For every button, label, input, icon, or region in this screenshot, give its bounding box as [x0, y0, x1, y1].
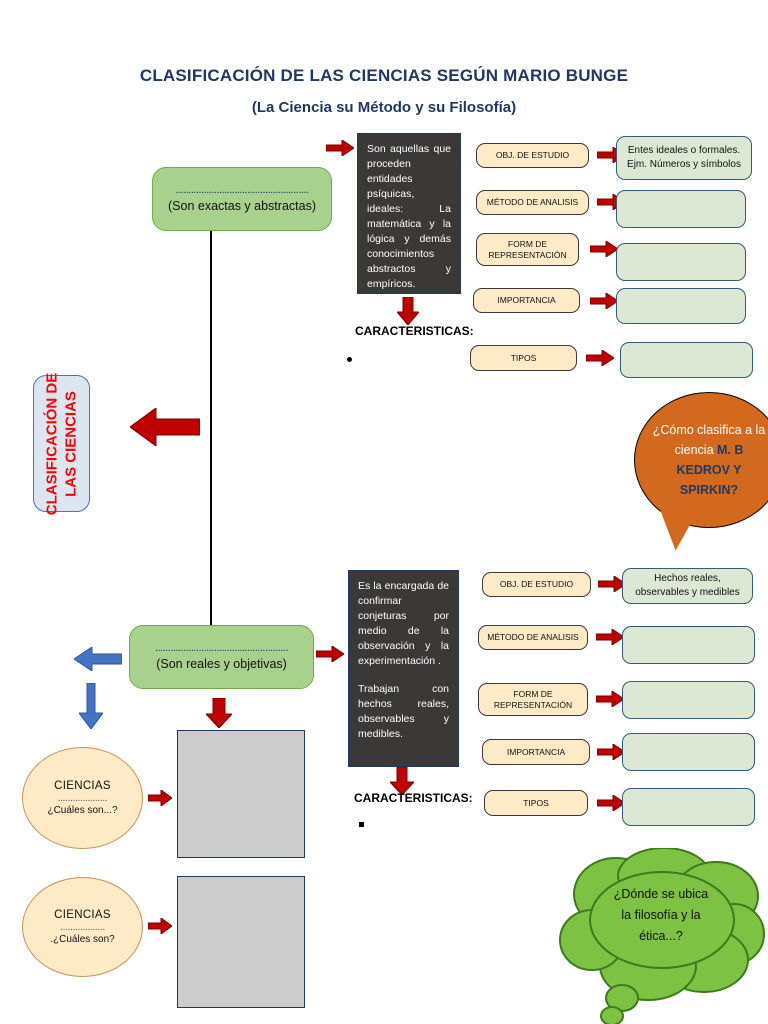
arrow-pill-factual-4: [597, 795, 625, 811]
arrow-pill-formal-2: [590, 241, 618, 257]
classification-title-line2: LAS CIENCIAS: [62, 390, 80, 497]
green-box-factual-dots: ........................................…: [155, 643, 288, 652]
arrow-pill-formal-3: [590, 293, 618, 309]
green-box-formal-label: (Son exactas y abstractas): [168, 198, 316, 213]
description-formal-text: Son aquellas que proceden entidades psíq…: [367, 143, 451, 290]
answer-formal-4[interactable]: [620, 342, 753, 378]
thought-cloud-line3: ética...?: [639, 929, 683, 943]
thought-cloud-line1: ¿Dónde se ubica: [613, 887, 709, 901]
pill-formal-2[interactable]: FORM DE REPRESENTACIÓN: [476, 233, 579, 266]
answer-factual-4[interactable]: [622, 788, 755, 826]
answer-formal-0[interactable]: Entes ideales o formales. Ejm. Números y…: [616, 136, 752, 180]
arrow-factual-description-down: [390, 767, 414, 795]
arrow-factual-down-blue: [79, 683, 103, 729]
question-bubble-tail: [658, 502, 706, 552]
caracteristicas-bullet-formal: [347, 357, 352, 362]
caracteristicas-label-factual: CARACTERISTICAS:: [354, 791, 473, 805]
arrow-to-classification-box: [130, 408, 200, 446]
green-box-formal[interactable]: ........................................…: [152, 167, 332, 231]
branch-connector-line: [210, 226, 212, 626]
ciencias-prompt-2-question: .¿Cuáles son?: [50, 934, 115, 945]
ciencias-prompt-1-question: ¿Cuáles son...?: [47, 805, 118, 816]
answer-formal-2[interactable]: [616, 243, 746, 281]
caracteristicas-label-formal: CARACTERISTICAS:: [355, 324, 474, 338]
green-box-factual-label: (Son reales y objetivas): [156, 656, 287, 671]
ciencias-prompt-1-dots: ....................: [57, 793, 108, 804]
answer-factual-1[interactable]: [622, 626, 755, 664]
description-factual-text-1: Es la encargada de confirmar conjeturas …: [358, 580, 449, 667]
answer-formal-1[interactable]: [616, 190, 746, 228]
empty-gray-box-2[interactable]: [177, 876, 305, 1008]
green-box-formal-dots: ........................................…: [175, 185, 309, 194]
thought-cloud-text: ¿Dónde se ubica la filosofía y la ética.…: [586, 884, 736, 947]
thought-cloud-shape: [559, 848, 765, 1024]
classification-title-line1: CLASIFICACIÓN DE: [43, 372, 61, 515]
green-box-factual[interactable]: ........................................…: [129, 625, 314, 689]
arrow-factual-to-description: [316, 646, 344, 662]
question-bubble-highlight: M. B KEDROV Y SPIRKIN?: [676, 443, 744, 497]
description-factual-text-2: Trabajan con hechos reales, observables …: [358, 683, 449, 740]
answer-factual-3[interactable]: [622, 733, 755, 771]
ciencias-prompt-1-title: CIENCIAS: [54, 780, 111, 792]
caracteristicas-bullet-factual: [359, 822, 364, 827]
arrow-formal-description-down: [397, 297, 419, 325]
arrow-pill-formal-4: [586, 350, 614, 366]
question-bubble-kedrov[interactable]: ¿Cómo clasifica a la ciencia M. B KEDROV…: [634, 392, 768, 552]
ciencias-prompt-2-title: CIENCIAS: [54, 909, 111, 921]
pill-formal-3[interactable]: IMPORTANCIA: [473, 288, 580, 313]
classification-title-text: CLASIFICACIÓN DE LAS CIENCIAS: [43, 372, 81, 515]
ciencias-prompt-2-dots: ..................: [60, 922, 105, 933]
empty-gray-box-1[interactable]: [177, 730, 305, 858]
arrow-pill-factual-1: [596, 629, 624, 645]
description-box-formal: Son aquellas que proceden entidades psíq…: [357, 133, 461, 294]
answer-factual-0[interactable]: Hechos reales, observables y medibles: [622, 568, 753, 604]
arrow-ciencias-1: [148, 790, 172, 806]
pill-factual-2[interactable]: FORM DE REPRESENTACIÓN: [478, 683, 588, 716]
pill-factual-3[interactable]: IMPORTANCIA: [482, 739, 590, 765]
thought-cloud-filosofia[interactable]: ¿Dónde se ubica la filosofía y la ética.…: [556, 848, 768, 1024]
thought-cloud-line2: la filosofía y la: [621, 908, 701, 922]
arrow-pill-factual-0: [598, 576, 626, 592]
arrow-ciencias-2: [148, 918, 172, 934]
arrow-pill-factual-2: [596, 691, 624, 707]
arrow-factual-green-down: [206, 698, 232, 728]
answer-factual-2[interactable]: [622, 681, 755, 719]
description-box-factual: Es la encargada de confirmar conjeturas …: [348, 570, 459, 767]
pill-formal-0[interactable]: OBJ. DE ESTUDIO: [476, 143, 589, 168]
pill-factual-1[interactable]: MÉTODO DE ANALISIS: [478, 625, 588, 650]
pill-formal-4[interactable]: TIPOS: [470, 345, 577, 371]
arrow-pill-factual-3: [597, 744, 625, 760]
question-bubble-text-part1: ¿Cómo clasifica a la ciencia: [652, 423, 766, 457]
question-bubble-text: ¿Cómo clasifica a la ciencia M. B KEDROV…: [635, 420, 768, 500]
pill-formal-1[interactable]: MÉTODO DE ANALISIS: [476, 190, 589, 215]
question-bubble-body: ¿Cómo clasifica a la ciencia M. B KEDROV…: [634, 392, 768, 528]
arrow-factual-left-blue: [74, 647, 122, 671]
page-title: CLASIFICACIÓN DE LAS CIENCIAS SEGÚN MARI…: [139, 66, 629, 85]
ciencias-prompt-1[interactable]: CIENCIAS .................... ¿Cuáles so…: [22, 747, 143, 849]
pill-factual-4[interactable]: TIPOS: [484, 790, 588, 816]
answer-formal-3[interactable]: [616, 288, 746, 324]
classification-title-box[interactable]: CLASIFICACIÓN DE LAS CIENCIAS: [33, 372, 90, 515]
arrow-formal-to-description: [326, 140, 354, 156]
page-subtitle: (La Ciencia su Método y su Filosofía): [251, 99, 517, 116]
pill-factual-0[interactable]: OBJ. DE ESTUDIO: [482, 572, 591, 597]
ciencias-prompt-2[interactable]: CIENCIAS .................. .¿Cuáles son…: [22, 877, 143, 977]
